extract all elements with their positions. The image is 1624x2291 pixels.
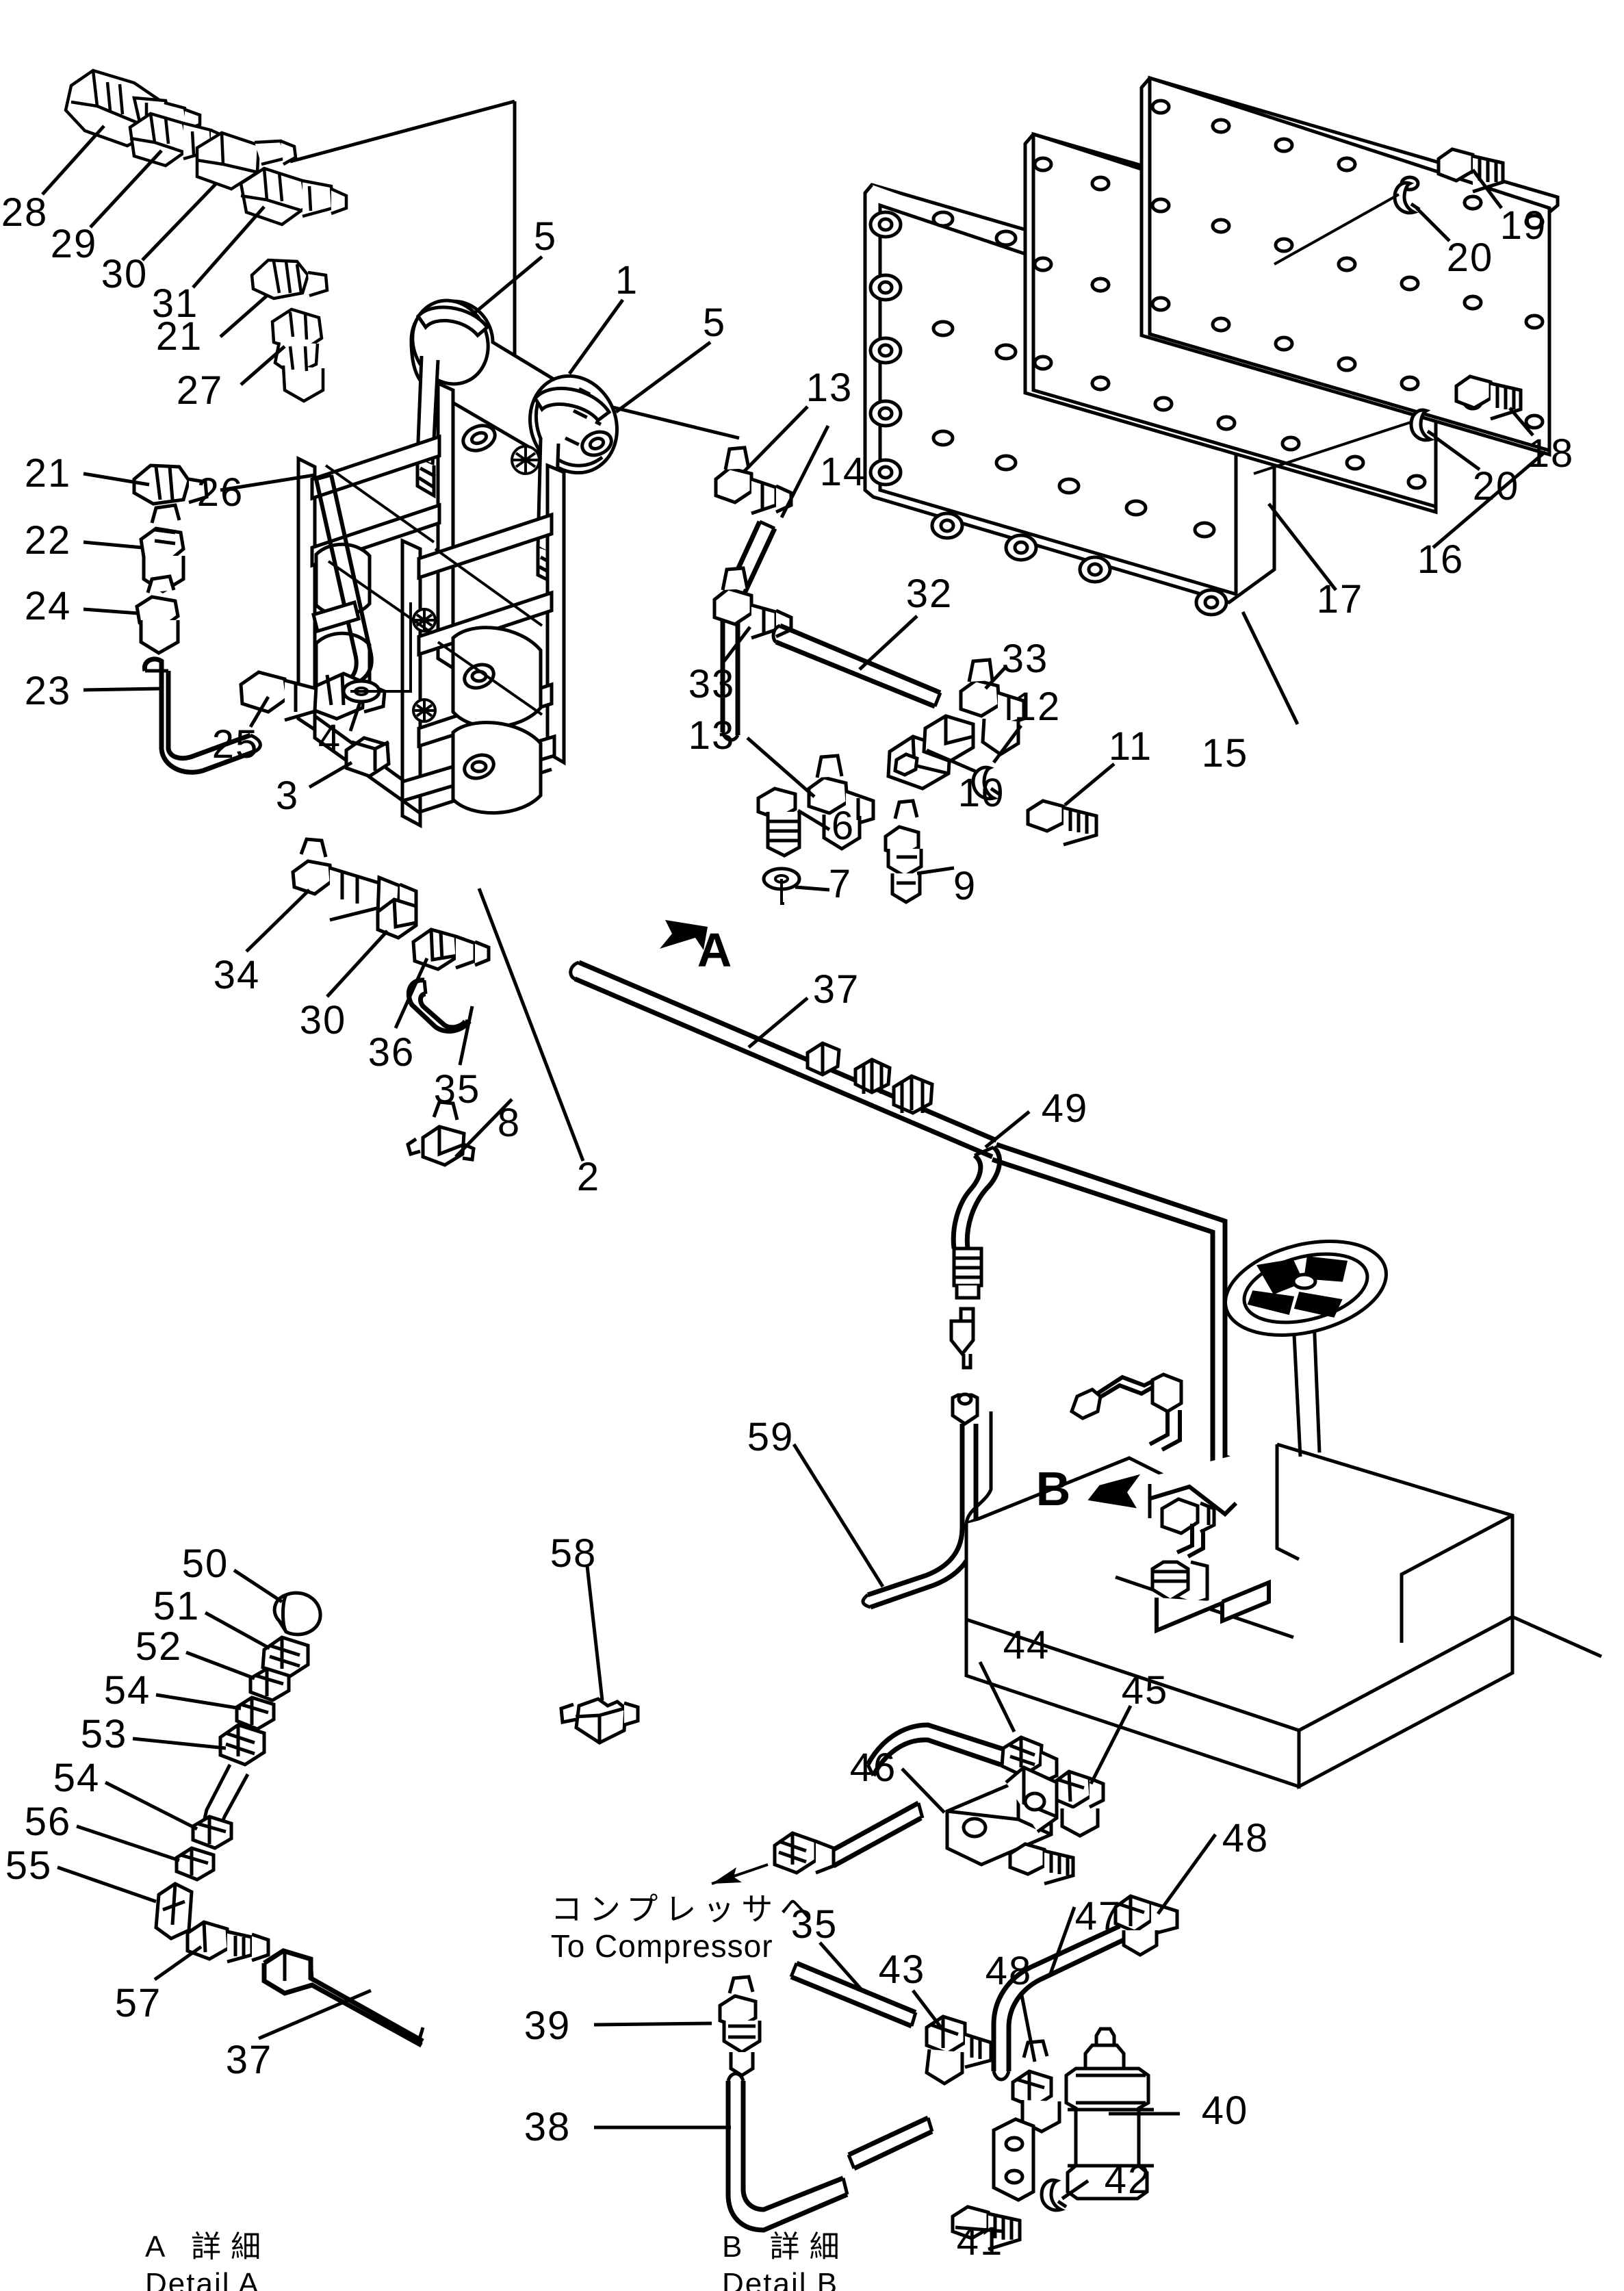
detail-caption-jp: A 詳細 [145, 2230, 271, 2264]
part-callout-4: 4 [318, 717, 342, 761]
part-callout-32: 32 [905, 572, 953, 616]
part-callout-59: 59 [747, 1415, 795, 1459]
part-callout-47: 47 [1074, 1894, 1122, 1938]
part-callout-12: 12 [1014, 684, 1061, 729]
part-callout-19: 19 [1499, 203, 1547, 248]
part-callout-6: 6 [831, 804, 855, 848]
part-callout-50: 50 [181, 1541, 229, 1586]
part-callout-48: 48 [985, 1949, 1033, 1993]
detail-caption-en: Detail A [145, 2266, 260, 2291]
part-callout-5: 5 [702, 300, 727, 345]
part-callout-43: 43 [878, 1947, 926, 1992]
part-callout-35: 35 [790, 1902, 838, 1947]
part-callout-2: 2 [576, 1155, 601, 1199]
part-callout-28: 28 [1, 190, 49, 235]
part-callout-1: 1 [615, 258, 639, 303]
part-callout-16: 16 [1417, 537, 1465, 582]
part-callout-21: 21 [24, 451, 72, 496]
part-callout-31: 31 [151, 281, 199, 326]
part-callout-10: 10 [957, 771, 1005, 815]
part-callout-21: 21 [155, 314, 203, 359]
part-callout-42: 42 [1104, 2158, 1152, 2202]
part-callout-33: 33 [688, 662, 736, 706]
part-callout-9: 9 [953, 864, 977, 908]
part-callout-54: 54 [53, 1756, 101, 1800]
part-callout-39: 39 [524, 2004, 571, 2048]
part-callout-56: 56 [24, 1800, 72, 1844]
part-callout-13: 13 [688, 713, 736, 758]
part-callout-29: 29 [50, 222, 98, 266]
part-callout-20: 20 [1472, 464, 1520, 509]
part-callout-7: 7 [828, 862, 853, 906]
part-callout-41: 41 [956, 2219, 1004, 2264]
part-callout-37: 37 [225, 2038, 273, 2082]
part-callout-26: 26 [196, 470, 244, 515]
part-callout-11: 11 [1108, 724, 1153, 769]
annotation-jp-text: コンプレッサヘ [550, 1891, 819, 1927]
detail-caption-jp: B 詳細 [722, 2230, 849, 2264]
section-marker-b: B [1035, 1462, 1072, 1515]
arrow-a-glyph [660, 920, 708, 950]
part-callout-36: 36 [368, 1030, 415, 1075]
part-callout-40: 40 [1201, 2088, 1249, 2133]
part-callout-55: 55 [5, 1843, 53, 1888]
section-marker-a: A [697, 923, 734, 977]
detail-caption-en: Detail B [722, 2266, 839, 2291]
part-callout-57: 57 [114, 1981, 162, 2025]
part-callout-48: 48 [1222, 1816, 1269, 1860]
part-callout-54: 54 [103, 1668, 151, 1713]
part-callout-53: 53 [80, 1712, 128, 1756]
arrow-b-glyph [1087, 1474, 1141, 1509]
annotation-en-text: To Compressor [550, 1928, 773, 1964]
part-callout-3: 3 [275, 773, 300, 818]
part-callout-5: 5 [533, 214, 558, 259]
part-callout-49: 49 [1041, 1086, 1089, 1131]
part-callout-25: 25 [211, 722, 259, 767]
part-callout-33: 33 [1001, 637, 1049, 681]
part-callout-37: 37 [812, 967, 860, 1012]
part-callout-20: 20 [1446, 235, 1494, 280]
part-callout-8: 8 [497, 1101, 521, 1145]
part-callout-52: 52 [135, 1624, 183, 1669]
part-callout-15: 15 [1201, 731, 1249, 776]
part-callout-35: 35 [433, 1067, 481, 1112]
part-callout-18: 18 [1527, 431, 1575, 476]
part-callout-22: 22 [24, 518, 72, 563]
part-callout-44: 44 [1003, 1623, 1051, 1667]
part-callout-23: 23 [24, 669, 72, 713]
part-callout-46: 46 [849, 1745, 897, 1790]
part-callout-38: 38 [524, 2105, 571, 2149]
part-callout-30: 30 [299, 998, 347, 1042]
part-callout-24: 24 [24, 584, 72, 628]
part-callout-13: 13 [805, 366, 853, 410]
part-callout-30: 30 [101, 252, 149, 296]
part-callout-58: 58 [550, 1531, 597, 1576]
part-callout-27: 27 [176, 368, 224, 413]
part-callout-51: 51 [153, 1584, 201, 1628]
part-callout-45: 45 [1121, 1668, 1169, 1713]
part-callout-14: 14 [819, 450, 867, 494]
part-callout-34: 34 [213, 953, 261, 997]
part-callout-17: 17 [1316, 577, 1364, 622]
